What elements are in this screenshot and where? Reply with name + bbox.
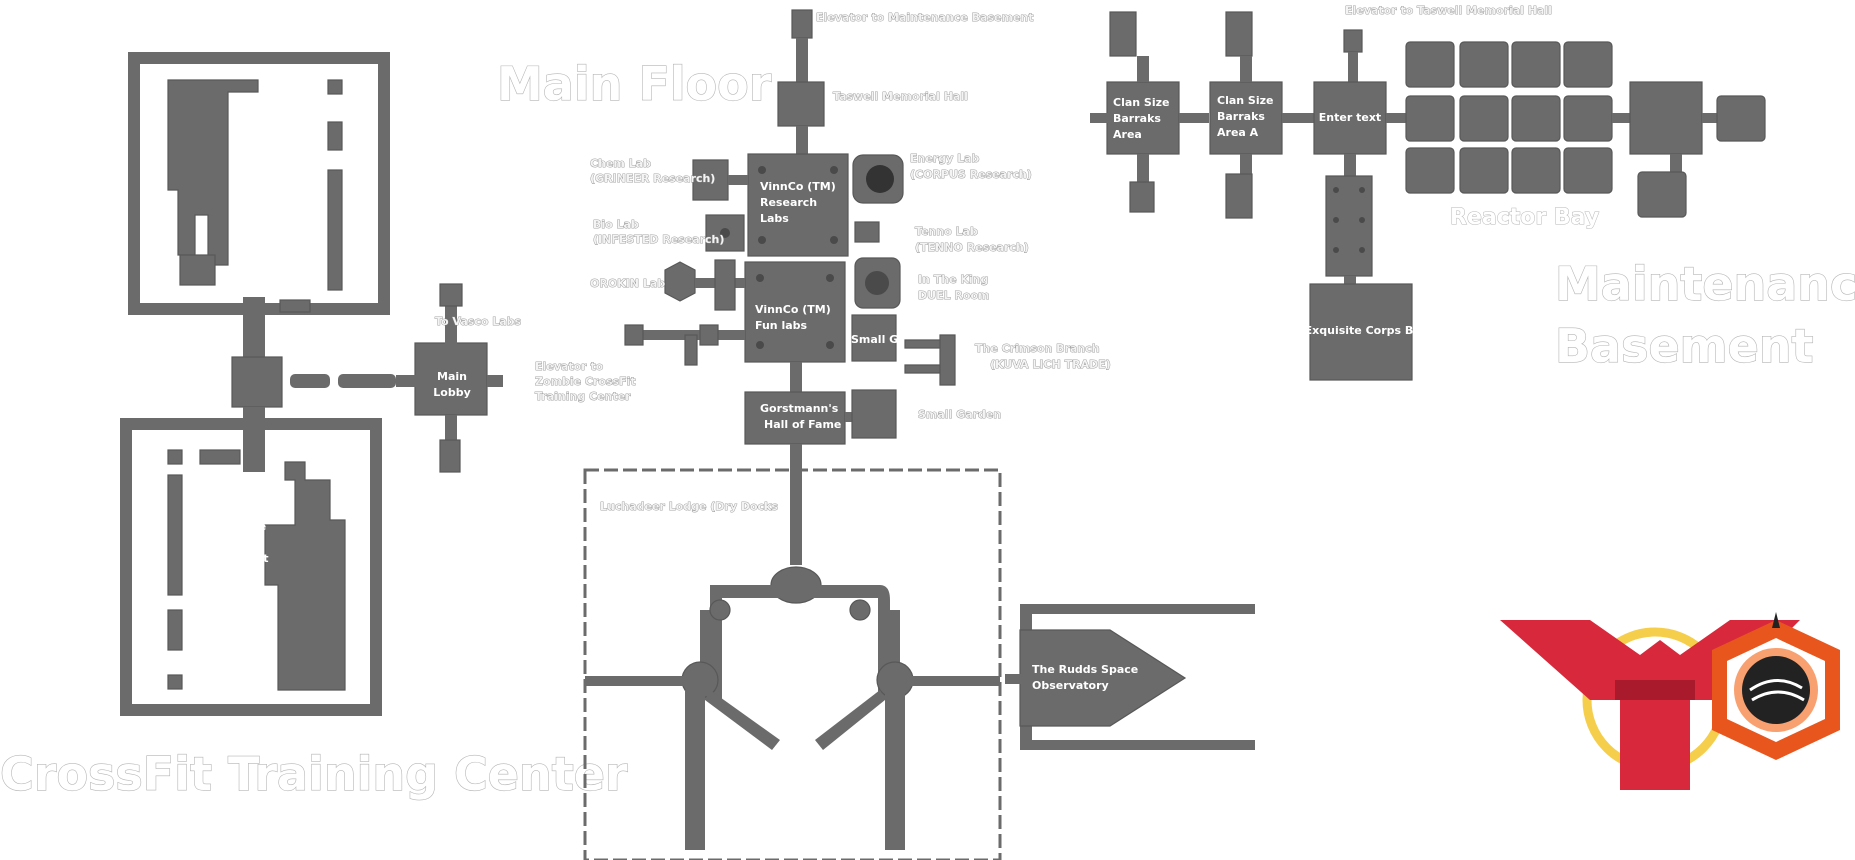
research-label-1: VinnCo (TM) [760, 180, 836, 193]
energy-lab-label-2: (CORPUS Research) [910, 168, 1032, 181]
clan1-label-2: Barraks [1113, 112, 1161, 125]
vinnco-fun-labs[interactable]: VinnCo (TM) Fun labs [744, 261, 846, 363]
obstacle-course-p1[interactable]: Obstacle Course P1 [167, 79, 343, 313]
reactor-bay[interactable]: Reactor Bay [1405, 41, 1766, 231]
tenno-lab-label-2: (TENNO Research) [915, 241, 1029, 254]
fun-label-2: Fun labs [755, 319, 808, 332]
obstacle-arch-label-1: Obstacle [212, 520, 266, 533]
maintenance-title-1: Maintenance [1555, 257, 1855, 311]
crimson-branch[interactable] [904, 334, 956, 386]
chem-lab-label-2: (GRINEER Research) [590, 172, 715, 185]
bio-lab-label-1: Bio Lab [593, 218, 639, 231]
clanA-label-2: Barraks [1217, 110, 1265, 123]
tenno-lab-label-1: Tenno Lab [915, 225, 978, 238]
gorstmann-label-1: Gorstmann's [760, 402, 839, 415]
elevator-maintenance[interactable] [791, 9, 813, 39]
clan-emblem-orange [1712, 612, 1840, 760]
elevator-zombie-label-2: Zombie CrossFit [535, 375, 636, 388]
gorstmann-label-2: Hall of Fame [764, 418, 841, 431]
main-lobby[interactable]: Main Lobby [396, 283, 503, 473]
reactor-bay-title: Reactor Bay [1450, 205, 1599, 230]
clan-barraks-area[interactable] [1106, 81, 1180, 155]
vinnco-research-labs[interactable]: VinnCo (TM) Research Labs [747, 153, 849, 257]
rudds-label-1: The Rudds Space [1032, 663, 1138, 676]
main-lobby-label-2: Lobby [433, 386, 471, 399]
exquisite-corps-barracks[interactable]: The Exquisite Corps Barracks [1278, 175, 1460, 381]
clanA-label-1: Clan Size [1217, 94, 1273, 107]
enter-text-label: Enter text [1319, 111, 1381, 124]
crossfit-hub[interactable] [231, 356, 283, 408]
research-label-3: Labs [760, 212, 789, 225]
rudds-label-2: Observatory [1032, 679, 1109, 692]
clan-area-top-dorm [1109, 11, 1137, 57]
orokin-label: OROKIN Lab [590, 277, 665, 290]
tenno-lab[interactable] [854, 221, 880, 243]
research-label-2: Research [760, 196, 817, 209]
exquisite-label: The Exquisite Corps Barracks [1278, 324, 1460, 337]
elevator-taswell-label: Elevator to Taswell Memorial Hall [1345, 4, 1552, 17]
elevator-zombie-label-1: Elevator to [535, 360, 604, 373]
taswell-hall[interactable] [777, 81, 825, 127]
orokin-lab[interactable] [664, 261, 696, 302]
clan1-label-1: Clan Size [1113, 96, 1169, 109]
main-lobby-label-1: Main [437, 370, 467, 383]
elevator-maint-label: Elevator to Maintenance Basement [816, 11, 1033, 24]
clanA-label-3: Area A [1217, 126, 1259, 139]
enter-text-room[interactable] [1313, 81, 1387, 155]
clan1-label-3: Area [1113, 128, 1142, 141]
crossfit-area: Obstacle Course P1 Obstacle Course Archi… [0, 52, 629, 802]
maintenance-basement-area: Clan Size Barraks Area Clan Size Barraks… [1090, 4, 1855, 381]
main-floor-title: Main Floor [497, 57, 772, 111]
obstacle-p1-label-1: Obstacle [247, 170, 301, 183]
small-garden-2[interactable] [851, 389, 897, 439]
chem-lab-label-1: Chem Lab [590, 157, 651, 170]
king-label-1: In The King [918, 273, 988, 286]
obstacle-p1-label-2: Course P1 [247, 185, 309, 198]
fun-label-1: VinnCo (TM) [755, 303, 831, 316]
obstacle-arch-label-2: Course [212, 536, 255, 549]
luchadeer-lodge[interactable]: Luchadeer Lodge (Dry Docks [583, 468, 1002, 860]
main-floor-area: Main Floor Elevator to Maintenance Basem… [496, 9, 1255, 860]
maintenance-title-2: Basement [1555, 319, 1814, 373]
chem-lab[interactable] [692, 159, 729, 201]
bio-lab-label-2: (INFESTED Research) [593, 233, 724, 246]
small-garden-2-label: Small Garden [918, 408, 1001, 421]
crimson-label-1: The Crimson Branch [975, 342, 1100, 355]
energy-lab-label-1: Energy Lab [910, 152, 980, 165]
to-vasco-label: To Vasco Labs [435, 315, 522, 328]
crimson-label-2: (KUVA LICH TRADE) [990, 358, 1111, 371]
king-label-2: DUEL Room [918, 289, 989, 302]
gorstmann-hall-of-fame[interactable]: Gorstmann's Hall of Fame [744, 391, 846, 445]
elevator-zombie-label-3: Training Center [535, 390, 631, 403]
taswell-label: Taswell Memorial Hall [833, 90, 968, 103]
rudds-observatory[interactable]: The Rudds Space Observatory [1005, 604, 1255, 750]
luchadeer-label: Luchadeer Lodge (Dry Docks [600, 500, 778, 513]
obstacle-arch-label-3: Architect [212, 552, 269, 565]
small-gardens[interactable] [851, 314, 897, 362]
crossfit-title: CrossFit Training Center [0, 747, 628, 801]
obstacle-course-architect[interactable]: Obstacle Course Architect [167, 449, 346, 691]
